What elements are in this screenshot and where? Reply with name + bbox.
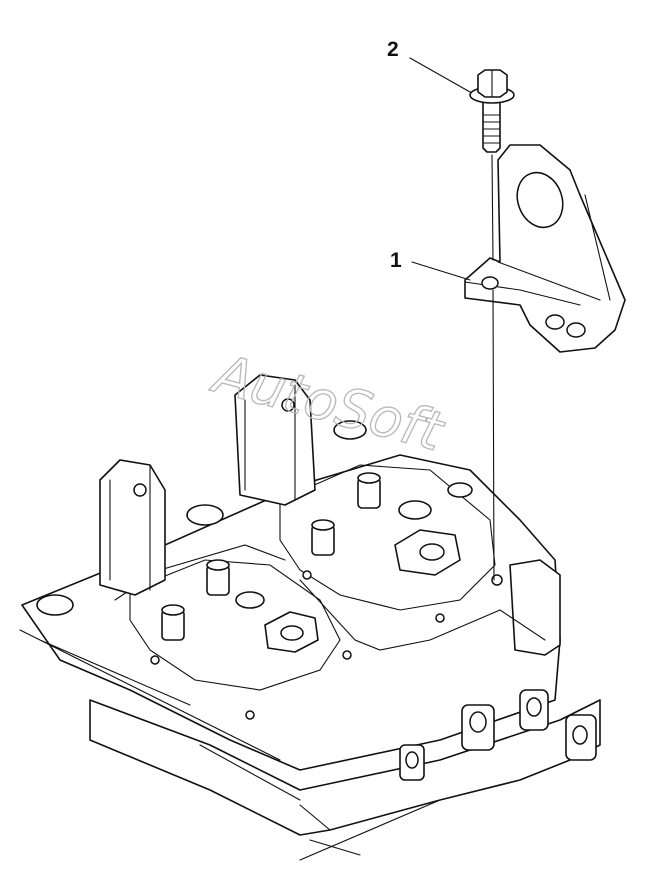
bracket-body [464, 144, 626, 353]
cylinder-head [19, 374, 601, 861]
valve-cap [311, 519, 335, 531]
bolt-part-2 [469, 69, 515, 153]
head-bolts [36, 420, 473, 616]
bolt-threads [482, 114, 501, 144]
flange-stud-hole [405, 751, 419, 769]
gasket-hole [435, 613, 445, 623]
bracket-hole [566, 322, 586, 338]
valve-cap [161, 604, 185, 616]
rocker-support-left [99, 459, 166, 596]
head-bolt [186, 504, 224, 526]
callout-2: 2 [387, 38, 471, 93]
flange-stud-hole [469, 711, 487, 733]
gasket-hole [150, 655, 160, 665]
gasket-holes [150, 570, 503, 720]
callout-1: 1 [390, 249, 471, 281]
head-edge-lines [19, 629, 441, 861]
bracket-large-hole [516, 171, 564, 229]
leader-line-2 [409, 57, 471, 93]
bracket-bolt-hole [481, 276, 499, 290]
gasket-hole [245, 710, 255, 720]
rocker-pad-front-hole [280, 625, 304, 641]
flange-stud-hole [572, 725, 588, 745]
leader-line-1 [411, 261, 471, 281]
gasket-hole [302, 570, 312, 580]
rocker-pad-rear-hole [419, 543, 445, 561]
bolt-shank [482, 99, 501, 153]
valve-stems [161, 472, 381, 641]
callout-number-1: 1 [390, 249, 402, 272]
flange-studs [399, 689, 597, 781]
valve-cap [357, 472, 381, 484]
chamber-outline-rear [279, 464, 496, 611]
head-bolt [36, 594, 74, 616]
gasket-hole [342, 650, 352, 660]
bracket-part-1 [464, 144, 626, 353]
valve-cap [206, 559, 230, 571]
flange-stud-hole [526, 697, 542, 717]
rocker-support-left-detail [109, 464, 151, 591]
head-bolt [235, 591, 265, 609]
head-bolt [447, 482, 473, 498]
head-right-block [509, 559, 561, 656]
head-bolt [333, 420, 367, 440]
callout-number-2: 2 [387, 38, 399, 61]
assembly-centerline [491, 154, 495, 581]
rocker-support-right-hole [281, 398, 295, 412]
rocker-support-left-hole [133, 483, 147, 497]
rocker-support-right-detail [244, 384, 296, 501]
chamber-outline-front [129, 559, 341, 691]
head-bolt [398, 500, 432, 520]
bracket-hole [545, 314, 565, 330]
